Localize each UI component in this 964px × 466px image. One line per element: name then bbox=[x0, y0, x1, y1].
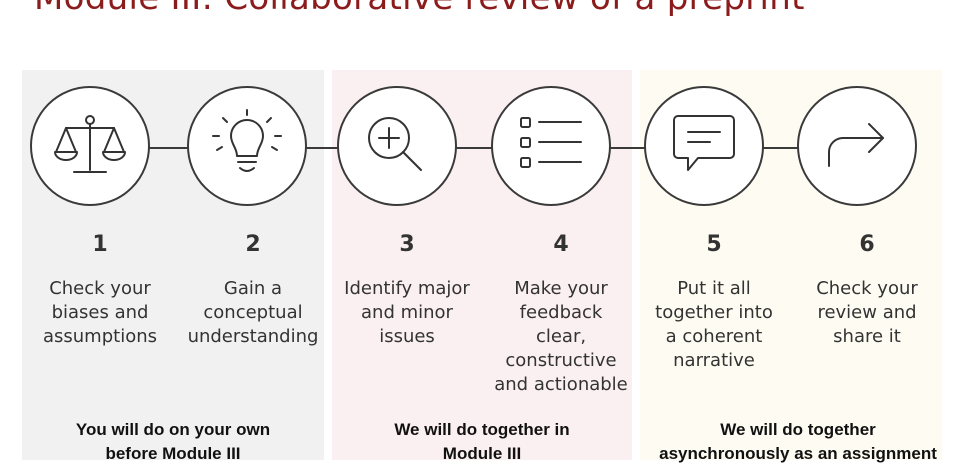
share-arrow-icon bbox=[828, 123, 884, 167]
scales-icon bbox=[54, 115, 126, 173]
step-3-circle bbox=[337, 86, 457, 206]
step-6-circle bbox=[797, 86, 917, 206]
step-2-circle bbox=[187, 86, 307, 206]
step-connector-line bbox=[90, 147, 866, 149]
step-5-number: 5 bbox=[706, 232, 722, 257]
step-3-text: Identify major and minor issues bbox=[344, 278, 470, 347]
step-4-number: 4 bbox=[553, 232, 569, 257]
step-6-text: Check your review and share it bbox=[816, 278, 918, 347]
group-caption-async: We will do together asynchronously as an… bbox=[659, 420, 937, 463]
speech-bubble-icon bbox=[673, 115, 735, 171]
step-5-circle bbox=[644, 86, 764, 206]
checklist-icon bbox=[520, 117, 582, 168]
step-1-circle bbox=[30, 86, 150, 206]
group-caption-own: You will do on your own before Module II… bbox=[75, 420, 271, 463]
lightbulb-icon bbox=[212, 109, 282, 172]
step-2-number: 2 bbox=[245, 232, 261, 257]
step-6-number: 6 bbox=[859, 232, 875, 257]
step-4-text: Make your feedback clear, constructive a… bbox=[494, 278, 628, 395]
group-caption-together: We will do together in Module III bbox=[394, 420, 570, 463]
step-2-text: Gain a conceptual understanding bbox=[187, 278, 319, 347]
step-3-number: 3 bbox=[399, 232, 415, 257]
step-1-number: 1 bbox=[92, 232, 108, 257]
step-1-text: Check your biases and assumptions bbox=[42, 278, 157, 347]
step-5-text: Put it all together into a coherent narr… bbox=[655, 278, 773, 371]
page-title: Module III: Collaborative review of a pr… bbox=[34, 0, 805, 18]
magnifier-plus-icon bbox=[368, 117, 422, 171]
step-4-circle bbox=[491, 86, 611, 206]
